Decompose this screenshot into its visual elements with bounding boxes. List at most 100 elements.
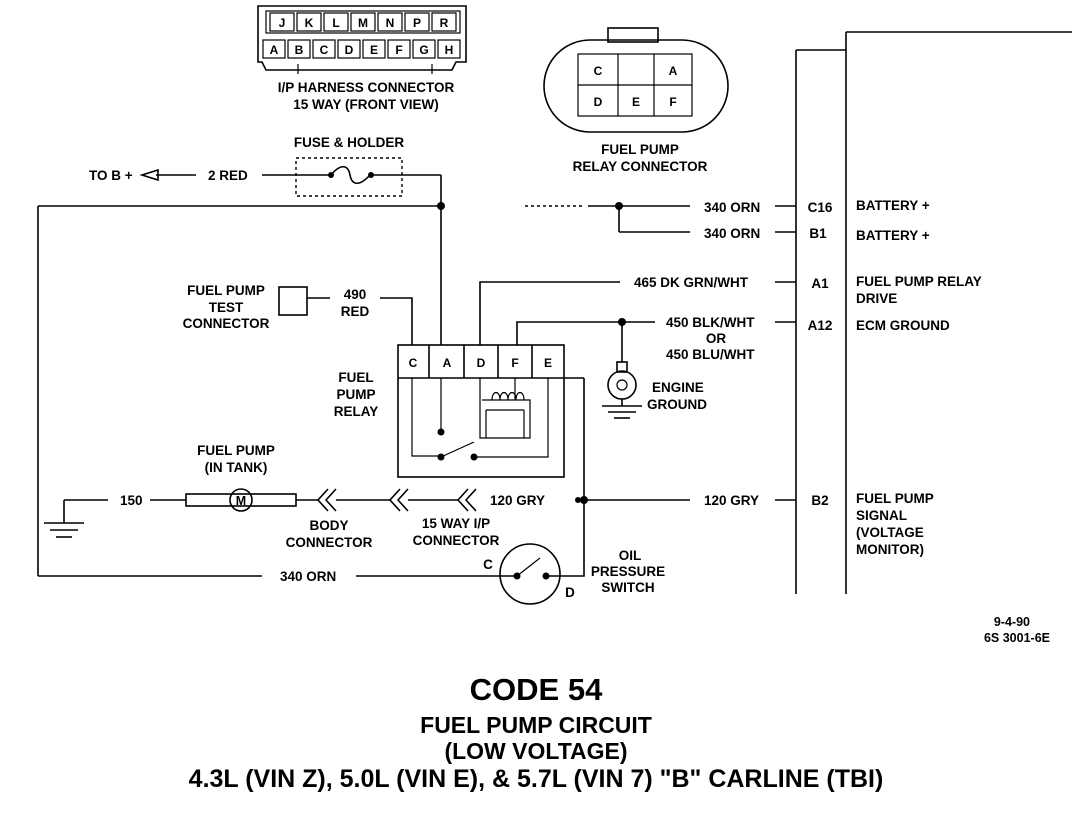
wire-450-blk: 450 BLK/WHT (666, 315, 755, 330)
harness-pin-h: H (445, 43, 454, 57)
wire-340-orn-bottom: 340 ORN (280, 569, 336, 584)
relay-conn-pin-a: A (669, 64, 678, 78)
ecm-pin-c16: C16 (808, 200, 833, 215)
fuel-pump-label-2: (IN TANK) (205, 460, 268, 475)
ecm-label-b2-1: FUEL PUMP (856, 491, 934, 506)
stamp-date: 9-4-90 (994, 615, 1030, 629)
harness-pin-j: J (279, 16, 286, 30)
harness-pin-cell (387, 39, 411, 59)
to-b-plus-label: TO B + (89, 168, 133, 183)
harness-label-2: 15 WAY (FRONT VIEW) (293, 97, 439, 112)
ecm-label-b2-3: (VOLTAGE (856, 525, 924, 540)
stamp-ref: 6S 3001-6E (984, 631, 1050, 645)
relay-label-2: PUMP (336, 387, 375, 402)
harness-pin-p: P (413, 16, 421, 30)
harness-pin-k: K (305, 16, 314, 30)
body-connector-2: CONNECTOR (286, 535, 373, 550)
code-title: CODE 54 (469, 672, 603, 707)
relay-pin-e: E (544, 356, 552, 370)
fuel-pump-relay: C A D F E FUEL PUMP RELAY (334, 344, 565, 478)
ecm-block: C16 B1 A1 A12 B2 BATTERY + BATTERY + FUE… (795, 31, 1072, 594)
relay-conn-label-1: FUEL PUMP (601, 142, 679, 157)
wire-120-gry-left: 120 GRY (490, 493, 545, 508)
engine-ground-1: ENGINE (652, 380, 704, 395)
test-conn-3: CONNECTOR (183, 316, 270, 331)
relay-pin-d: D (477, 356, 486, 370)
harness-pin-cell (412, 39, 436, 59)
fuse-label: FUSE & HOLDER (294, 135, 405, 150)
oil-switch-label-1: OIL (619, 548, 642, 563)
ecm-pin-b1: B1 (809, 226, 827, 241)
harness-pin-a: A (270, 43, 279, 57)
test-conn-2: TEST (209, 300, 244, 315)
harness-pin-e: E (370, 43, 378, 57)
harness-pin-cell (323, 12, 349, 32)
engine-ground: ENGINE GROUND (602, 322, 707, 419)
pump-circuit: 120 GRY 120 GRY M FUEL PUMP (IN TANK) 15… (44, 377, 796, 566)
harness-pin-c: C (320, 43, 329, 57)
harness-pin-d: D (345, 43, 354, 57)
harness-label-1: I/P HARNESS CONNECTOR (278, 80, 455, 95)
ecm-label-b1: BATTERY + (856, 228, 930, 243)
motor-m: M (236, 494, 246, 508)
applies-to: 4.3L (VIN Z), 5.0L (VIN E), & 5.7L (VIN … (188, 765, 884, 793)
relay-label-1: FUEL (338, 370, 373, 385)
wire-490-b: RED (341, 304, 370, 319)
engine-ground-2: GROUND (647, 397, 707, 412)
body-connector-1: BODY (309, 518, 348, 533)
harness-pin-cell (287, 39, 311, 59)
harness-pin-g: G (419, 43, 428, 57)
harness-pin-n: N (386, 16, 395, 30)
wire-2-red-label: 2 RED (208, 168, 248, 183)
relay-conn-pin-f: F (669, 95, 676, 109)
harness-pin-cell (377, 12, 403, 32)
ecm-pin-a12: A12 (808, 318, 833, 333)
relay-conn-pin-d: D (594, 95, 603, 109)
ecm-pin-b2: B2 (811, 493, 828, 508)
ecm-pin-a1: A1 (811, 276, 829, 291)
ecm-wires: 340 ORN 340 ORN 465 DK GRN/WHT 450 BLK/W… (479, 200, 796, 362)
drawing-stamp: 9-4-90 6S 3001-6E (984, 615, 1050, 645)
oil-switch-label-3: SWITCH (601, 580, 654, 595)
relay-conn-label-2: RELAY CONNECTOR (573, 159, 708, 174)
diagram-caption: CODE 54 FUEL PUMP CIRCUIT (LOW VOLTAGE) … (0, 668, 1072, 794)
ip-connector-1: 15 WAY I/P (422, 516, 490, 531)
wire-or: OR (706, 331, 727, 346)
oil-pressure-switch: 340 ORN C D OIL PRESSURE SWITCH (38, 543, 665, 605)
ecm-label-b2-4: MONITOR) (856, 542, 924, 557)
circuit-title: FUEL PUMP CIRCUIT (420, 712, 652, 738)
ecm-label-c16: BATTERY + (856, 198, 930, 213)
wire-150: 150 (120, 493, 143, 508)
relay-conn-pin-e: E (632, 95, 640, 109)
wire-465: 465 DK GRN/WHT (634, 275, 749, 290)
harness-pin-cell (262, 39, 286, 59)
harness-pin-cell (269, 12, 295, 32)
relay-pin-a: A (443, 356, 452, 370)
oil-switch-label-2: PRESSURE (591, 564, 665, 579)
harness-pin-cell (350, 12, 376, 32)
relay-label-3: RELAY (334, 404, 379, 419)
relay-pin-f: F (511, 356, 518, 370)
ecm-label-a12: ECM GROUND (856, 318, 950, 333)
ecm-label-a1-1: FUEL PUMP RELAY (856, 274, 982, 289)
harness-pin-cell (337, 39, 361, 59)
test-connector: FUEL PUMP TEST CONNECTOR 490 RED (183, 283, 413, 345)
wire-120-gry-right: 120 GRY (704, 493, 759, 508)
harness-pin-m: M (358, 16, 368, 30)
oil-switch-pin-d: D (565, 585, 575, 600)
harness-pin-cell (431, 12, 457, 32)
harness-pin-l: L (332, 16, 339, 30)
wire-450-blu: 450 BLU/WHT (666, 347, 755, 362)
harness-pin-cell (296, 12, 322, 32)
ecm-label-a1-2: DRIVE (856, 291, 897, 306)
relay-connector: C A D E F FUEL PUMP RELAY CONNECTOR (543, 27, 729, 174)
relay-pin-c: C (409, 356, 418, 370)
harness-pin-cell (312, 39, 336, 59)
circuit-subtitle: (LOW VOLTAGE) (444, 738, 628, 764)
test-conn-1: FUEL PUMP (187, 283, 265, 298)
harness-pin-b: B (295, 43, 304, 57)
harness-pin-cell (404, 12, 430, 32)
wire-340-orn-b1: 340 ORN (704, 226, 760, 241)
harness-pin-cell (437, 39, 461, 59)
